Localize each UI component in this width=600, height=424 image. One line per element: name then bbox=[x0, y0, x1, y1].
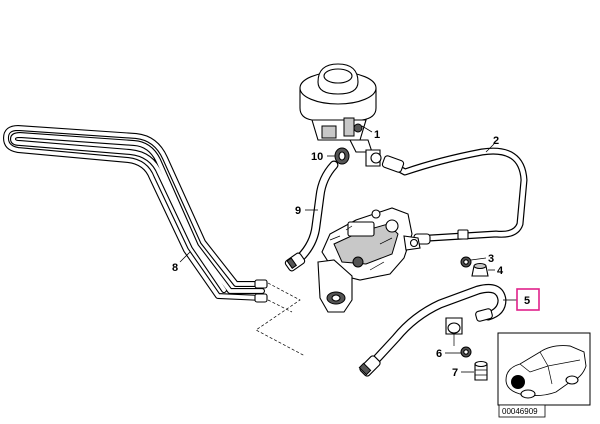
cooler-loop-part-8 bbox=[3, 125, 268, 303]
callout-8: 8 bbox=[172, 262, 178, 274]
assembly-guide-lines bbox=[255, 282, 306, 357]
callout-4: 4 bbox=[497, 265, 504, 277]
callout-6: 6 bbox=[436, 348, 442, 360]
vehicle-location-inset bbox=[497, 332, 591, 406]
callout-10: 10 bbox=[311, 151, 323, 163]
return-hose-part-5 bbox=[358, 283, 507, 377]
location-dot bbox=[511, 375, 525, 389]
sealing-ring-part-6 bbox=[460, 346, 472, 358]
callout-3: 3 bbox=[488, 253, 494, 265]
plug-part-4 bbox=[471, 263, 489, 277]
highlight-box bbox=[516, 288, 540, 311]
steering-pump-assembly bbox=[317, 207, 421, 313]
part-number: 00046909 bbox=[502, 407, 538, 416]
callout-7: 7 bbox=[452, 367, 458, 379]
suction-hose-part-9 bbox=[284, 160, 339, 272]
hose-clamp-part-10 bbox=[334, 147, 350, 165]
reservoir-part-1 bbox=[299, 63, 377, 153]
banjo-fitting bbox=[445, 317, 463, 346]
callout-9: 9 bbox=[295, 205, 301, 217]
callout-2: 2 bbox=[493, 135, 499, 147]
sealing-ring-part-3 bbox=[460, 256, 472, 268]
leader-lines bbox=[179, 125, 517, 373]
callout-1: 1 bbox=[374, 129, 380, 141]
car-outline bbox=[505, 345, 587, 397]
part-number-box bbox=[498, 404, 546, 418]
hollow-bolt-part-7 bbox=[474, 360, 488, 381]
callout-5: 5 bbox=[524, 295, 530, 307]
